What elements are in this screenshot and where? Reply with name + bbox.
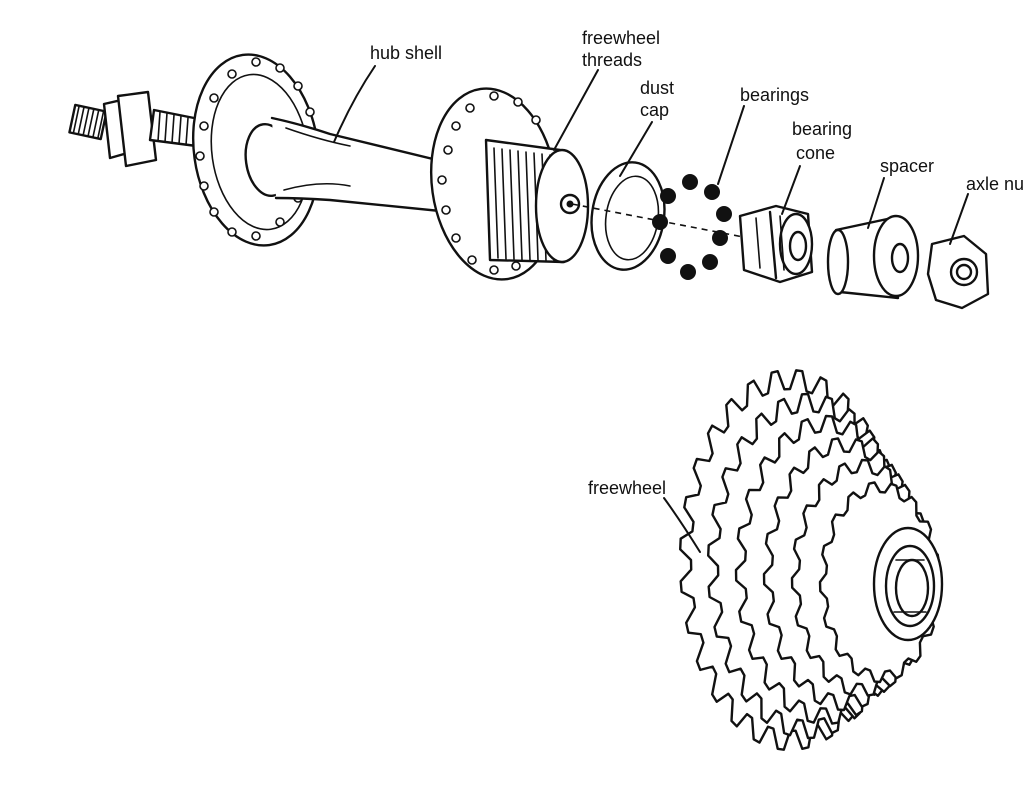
spacer (826, 214, 920, 300)
label-bearing-cone-line2: cone (796, 143, 835, 163)
label-dust-cap-line2: cap (640, 100, 669, 120)
label-freewheel-threads-line2: threads (582, 50, 642, 70)
leader-spacer (867, 177, 885, 229)
label-bearing-cone-line1: bearing (792, 119, 852, 139)
leader-dust-cap (619, 121, 653, 177)
label-axle-nut: axle nut (966, 174, 1024, 194)
label-freewheel-threads-line1: freewheel (582, 28, 660, 48)
leader-axle-nut (949, 193, 969, 245)
leader-bearing-cone (781, 165, 801, 215)
leader-bearings (717, 105, 745, 185)
right-flange-spoke-holes (437, 91, 541, 275)
label-freewheel: freewheel (588, 478, 666, 498)
label-dust-cap-line1: dust (640, 78, 674, 98)
labels: hub shell freewheel threads dust cap bea… (370, 28, 1024, 498)
freewheel-cassette (679, 369, 944, 751)
label-bearings: bearings (740, 85, 809, 105)
label-spacer: spacer (880, 156, 934, 176)
label-hub-shell: hub shell (370, 43, 442, 63)
bearing-cone (738, 204, 814, 284)
axle-nut (926, 234, 990, 310)
hub-shell (191, 53, 590, 281)
leader-freewheel (663, 497, 701, 553)
leader-hub-shell (333, 65, 376, 143)
leader-freewheel-threads (553, 69, 599, 151)
axle-centerline (571, 203, 791, 247)
leader-lines (333, 65, 969, 553)
bearings (652, 174, 732, 280)
